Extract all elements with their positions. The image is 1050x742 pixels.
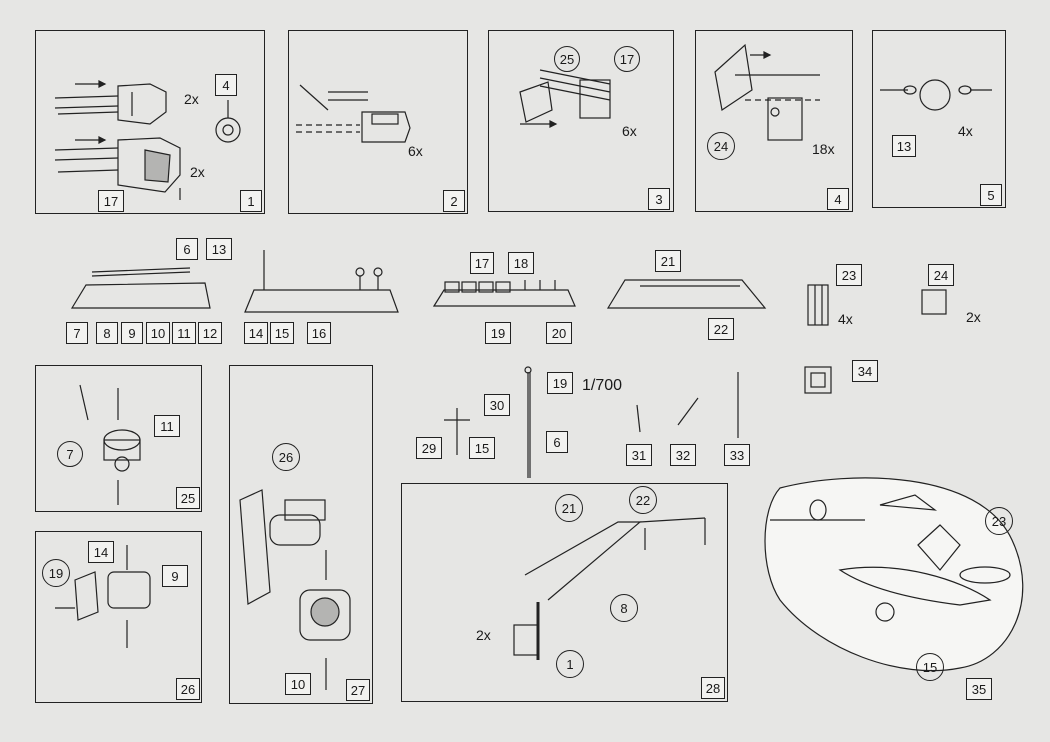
crane-drawing-28 — [513, 517, 706, 660]
part-label-4: 4 — [215, 74, 237, 96]
step-number-5: 5 — [980, 184, 1002, 206]
turret-drawing-2 — [296, 84, 411, 143]
searchlight-assembly-26 — [55, 545, 151, 648]
step-panel-28 — [401, 483, 728, 702]
part-label-17: 17 — [98, 190, 124, 212]
part-label-14b: 14 — [88, 541, 114, 563]
part-label-21: 21 — [655, 250, 681, 272]
aircraft-drawing-35 — [764, 477, 1024, 672]
part-label-8: 8 — [96, 322, 118, 344]
searchlight-assembly-27 — [239, 489, 351, 690]
part-label-24b: 24 — [928, 264, 954, 286]
step-panel-3 — [488, 30, 674, 212]
step-number-1: 1 — [240, 190, 262, 212]
part-label-23: 23 — [836, 264, 862, 286]
part-label-31: 31 — [626, 444, 652, 466]
part-label-11: 11 — [172, 322, 196, 344]
step-panel-4 — [695, 30, 853, 212]
part-label-9: 9 — [121, 322, 143, 344]
scale-label: 1/700 — [582, 377, 623, 394]
mast-parts — [444, 366, 739, 478]
part-label-13: 13 — [892, 135, 916, 157]
part-label-6b: 6 — [546, 431, 568, 453]
quantity-label: 6x — [622, 123, 637, 139]
part-label-32: 32 — [670, 444, 696, 466]
part-label-24: 24 — [707, 132, 735, 160]
part-label-17b: 17 — [614, 46, 640, 72]
part-label-19: 19 — [485, 322, 511, 344]
part-label-10b: 10 — [285, 673, 311, 695]
step-number-26: 26 — [176, 678, 200, 700]
part-label-1: 1 — [556, 650, 584, 678]
part-label-22: 22 — [708, 318, 734, 340]
step-panel-2 — [288, 30, 468, 214]
part-label-20: 20 — [546, 322, 572, 344]
part-label-13b: 13 — [206, 238, 232, 260]
part-label-15: 15 — [270, 322, 294, 344]
part-label-29: 29 — [416, 437, 442, 459]
part-label-19c: 19 — [547, 372, 573, 394]
quantity-label: 4x — [838, 311, 853, 327]
quantity-label: 18x — [812, 141, 835, 157]
step-panel-1 — [35, 30, 265, 214]
part-label-15c: 15 — [916, 653, 944, 681]
part-label-8b: 8 — [610, 594, 638, 622]
part-label-14: 14 — [244, 322, 268, 344]
quantity-label: 6x — [408, 143, 423, 159]
fret-part-strips — [70, 250, 947, 394]
turret-drawing-1 — [54, 80, 241, 200]
step-number-27: 27 — [346, 679, 370, 701]
step-number-4: 4 — [827, 188, 849, 210]
part-label-7: 7 — [66, 322, 88, 344]
part-label-17c: 17 — [470, 252, 494, 274]
part-label-9b: 9 — [162, 565, 188, 587]
searchlight-drawing-5 — [880, 79, 992, 111]
part-label-33: 33 — [724, 444, 750, 466]
part-label-11b: 11 — [154, 415, 180, 437]
step-number-25: 25 — [176, 487, 200, 509]
step-number-3: 3 — [648, 188, 670, 210]
part-label-18: 18 — [508, 252, 534, 274]
step-number-35: 35 — [966, 678, 992, 700]
quantity-label: 2x — [184, 91, 199, 107]
part-label-7b: 7 — [57, 441, 83, 467]
part-label-21b: 21 — [555, 494, 583, 522]
step-number-28: 28 — [701, 677, 725, 699]
part-label-10: 10 — [146, 322, 170, 344]
part-label-34: 34 — [852, 360, 878, 382]
step-panel-5 — [872, 30, 1006, 208]
part-label-30: 30 — [484, 394, 510, 416]
mount-drawing-4 — [714, 43, 820, 141]
quantity-label: 4x — [958, 123, 973, 139]
part-label-26: 26 — [272, 443, 300, 471]
step-panel-25 — [35, 365, 202, 512]
quantity-label: 2x — [190, 164, 205, 180]
part-label-23b: 23 — [985, 507, 1013, 535]
step-number-2: 2 — [443, 190, 465, 212]
part-label-16: 16 — [307, 322, 331, 344]
quantity-label: 2x — [476, 627, 491, 643]
part-label-25: 25 — [554, 46, 580, 72]
quantity-label: 2x — [966, 309, 981, 325]
part-label-22b: 22 — [629, 486, 657, 514]
part-label-15b: 15 — [469, 437, 495, 459]
part-label-12: 12 — [198, 322, 222, 344]
gun-drawing-3 — [519, 69, 611, 128]
step-panel-27 — [229, 365, 373, 704]
part-label-19b: 19 — [42, 559, 70, 587]
part-label-6: 6 — [176, 238, 198, 260]
searchlight-assembly-25 — [79, 384, 141, 505]
step-panel-26 — [35, 531, 202, 703]
